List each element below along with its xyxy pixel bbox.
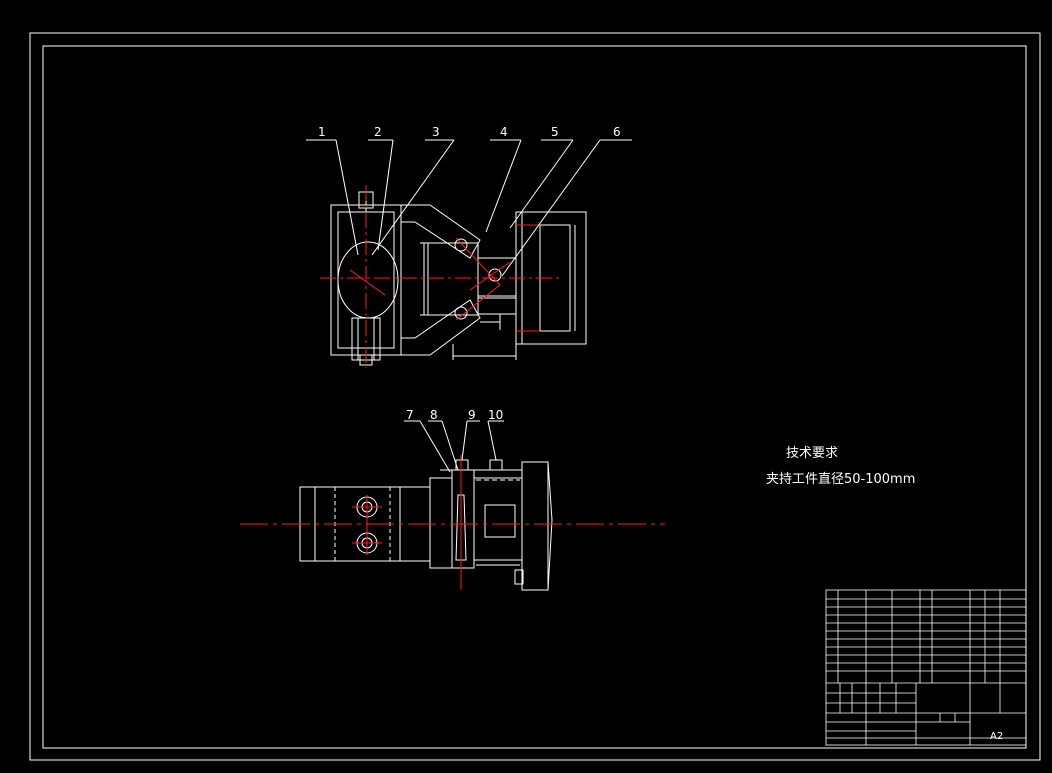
inner-frame <box>42 45 1027 749</box>
outer-frame <box>29 32 1041 761</box>
top-view <box>299 459 553 591</box>
callout-6: 6 <box>613 125 621 139</box>
callout-1: 1 <box>318 125 326 139</box>
front-view-red <box>320 185 560 368</box>
callout-9: 9 <box>468 408 476 422</box>
callout-2: 2 <box>374 125 382 139</box>
callout-3: 3 <box>432 125 440 139</box>
callout-leaders-bottom <box>404 420 504 473</box>
sheet-size: A2 <box>990 731 1004 742</box>
callout-5: 5 <box>551 125 559 139</box>
callout-leaders-top <box>306 139 632 277</box>
front-view <box>330 188 587 366</box>
callout-4: 4 <box>500 125 508 139</box>
callout-7: 7 <box>406 408 414 422</box>
top-view-red <box>240 455 665 590</box>
title-block <box>825 589 1027 746</box>
callout-8: 8 <box>430 408 438 422</box>
callout-10: 10 <box>488 408 504 422</box>
technical-requirements-title: 技术要求 <box>786 446 839 461</box>
technical-requirements-text: 夹持工件直径50-100mm <box>766 472 916 487</box>
